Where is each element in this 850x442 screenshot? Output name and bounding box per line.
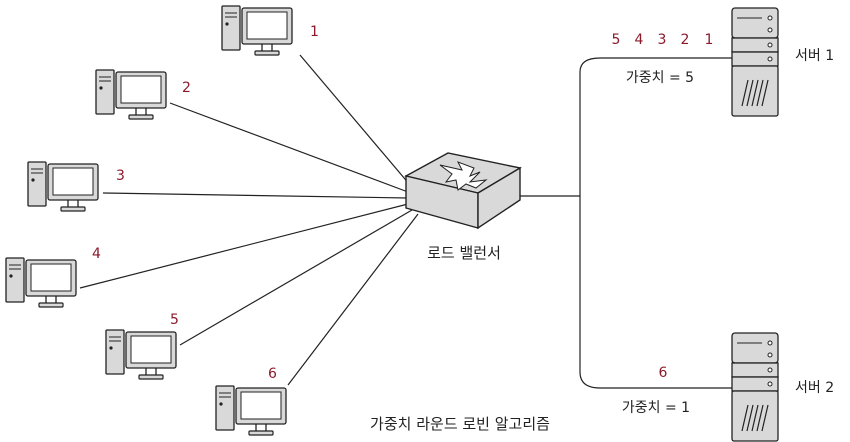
load-balancer-icon <box>404 152 522 230</box>
diagram-title: 가중치 라운드 로빈 알고리즘 <box>370 415 550 433</box>
client-4-number: 4 <box>92 246 101 262</box>
client-4-computer <box>5 257 77 308</box>
client-connections <box>79 54 419 386</box>
client-3-number: 3 <box>116 168 125 184</box>
client-2-number: 2 <box>182 80 191 96</box>
assigned-request-number: 4 <box>635 32 644 48</box>
assigned-request-number: 3 <box>658 32 667 48</box>
connection-line <box>102 192 409 199</box>
client-1-computer <box>221 5 293 56</box>
connection-line <box>299 54 411 186</box>
connection-line <box>179 209 413 346</box>
server-2-label: 서버 2 <box>795 380 834 396</box>
load-balancer-label: 로드 밸런서 <box>427 244 501 262</box>
client-1-number: 1 <box>310 24 319 40</box>
server-2-line <box>579 196 732 389</box>
assigned-request-number: 5 <box>612 32 621 48</box>
connection-line <box>169 102 409 193</box>
server-2-weight-label: 가중치 = 1 <box>622 400 690 416</box>
client-3-computer <box>27 161 99 212</box>
assigned-request-number: 6 <box>659 365 668 381</box>
client-6-computer <box>215 385 287 436</box>
server-2-icon <box>731 332 779 442</box>
server-connections <box>520 57 732 389</box>
server-1-assigned-requests: 5 4 3 2 1 <box>612 32 714 48</box>
connection-line <box>287 213 419 386</box>
connection-line <box>79 203 409 289</box>
server-1-weight-label: 가중치 = 5 <box>626 70 694 86</box>
client-2-computer <box>95 69 167 120</box>
assigned-request-number: 1 <box>705 32 714 48</box>
assigned-request-number: 2 <box>681 32 690 48</box>
client-6-number: 6 <box>268 366 277 382</box>
server-1-icon <box>731 7 779 117</box>
client-5-computer <box>105 329 177 380</box>
server-1-label: 서버 1 <box>795 48 834 64</box>
server-2-assigned-requests: 6 <box>659 365 668 381</box>
server-1-line <box>579 57 732 196</box>
client-5-number: 5 <box>170 312 179 328</box>
